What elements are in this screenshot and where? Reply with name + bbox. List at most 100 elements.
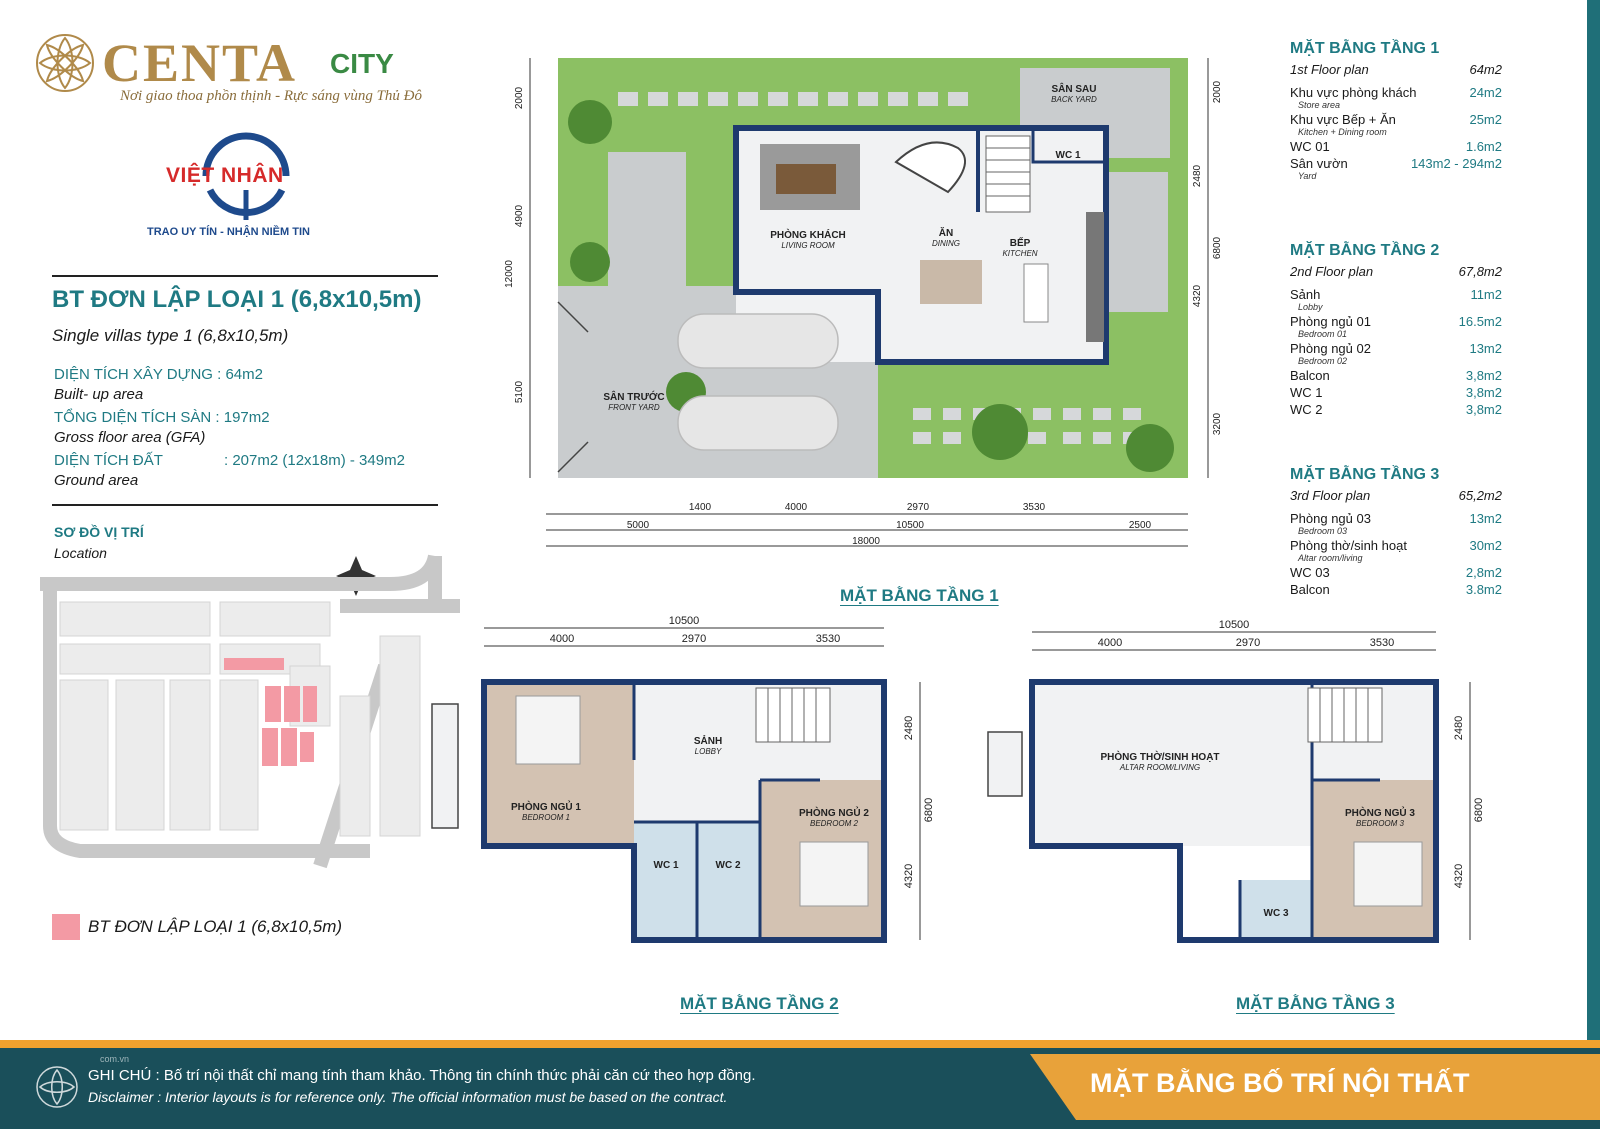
svg-text:BACK YARD: BACK YARD xyxy=(1051,95,1097,104)
viet-nhan-logo: VIỆT NHÂN TRAO UY TÍN - NHẬN NIỀM TIN xyxy=(140,128,340,248)
dim-left-2: 4900 xyxy=(514,204,525,227)
dim-part-2: 2970 xyxy=(682,633,706,645)
footer-banner xyxy=(1030,1054,1600,1120)
divider-bottom xyxy=(52,504,438,506)
bed3 xyxy=(1353,841,1423,907)
lotus-watermark-icon xyxy=(36,1066,78,1108)
room-wc1: WC 1 xyxy=(654,860,679,871)
location-title-en: Location xyxy=(54,545,107,561)
svg-text:LOBBY: LOBBY xyxy=(695,747,722,756)
dim-bottom-3: 2970 xyxy=(907,502,930,513)
dim-left-1: 2000 xyxy=(514,86,525,109)
dim-bottom-1: 1400 xyxy=(689,502,712,513)
dim-part-3: 3530 xyxy=(816,633,840,645)
spec-gfa-en: Gross floor area (GFA) xyxy=(54,429,206,446)
svg-text:FRONT YARD: FRONT YARD xyxy=(608,403,660,412)
dim-left-3: 12000 xyxy=(504,260,515,288)
footer-stripe xyxy=(0,1040,1600,1048)
spec-ground-label: DIỆN TÍCH ĐẤT xyxy=(54,452,163,469)
spec-built-up-en: Built- up area xyxy=(54,386,144,403)
svg-text:KITCHEN: KITCHEN xyxy=(1002,249,1037,258)
dim-part-2: 2970 xyxy=(1236,637,1260,649)
spec-ground-value: : 207m2 (12x18m) - 349m2 xyxy=(224,452,405,469)
dim-right-4: 4320 xyxy=(1192,284,1203,307)
compass-icon xyxy=(336,556,376,596)
dim-right-5: 3200 xyxy=(1212,412,1223,435)
right-edge-stripe xyxy=(1587,0,1600,1129)
dim-right-1: 2480 xyxy=(1453,716,1465,740)
legend-swatch xyxy=(52,914,80,940)
brand-city: CITY xyxy=(330,48,394,79)
partner-slogan: TRAO UY TÍN - NHẬN NIỀM TIN xyxy=(147,226,310,238)
brand-name: CENTA xyxy=(102,33,298,93)
room-lobby: SẢNH xyxy=(694,734,722,747)
dim-right-3: 6800 xyxy=(1212,236,1223,259)
footer-note-vi: GHI CHÚ : Bố trí nội thất chỉ mang tính … xyxy=(88,1067,756,1084)
piano xyxy=(894,141,967,194)
dim-right-2: 6800 xyxy=(923,798,935,822)
dim-right-2: 6800 xyxy=(1473,798,1485,822)
room-wc2: WC 2 xyxy=(716,860,741,871)
room-living: PHÒNG KHÁCH xyxy=(770,228,846,241)
footer: com.vn GHI CHÚ : Bố trí nội thất chỉ man… xyxy=(0,1040,1600,1129)
room-altar: PHÒNG THỜ/SINH HOẠT xyxy=(1100,750,1219,763)
spec-gfa-label: TỔNG DIỆN TÍCH SÀN : 197m2 xyxy=(54,409,270,426)
room-wc3: WC 3 xyxy=(1264,908,1289,919)
spec-built-up-label: DIỆN TÍCH XÂY DỰNG : 64m2 xyxy=(54,366,263,383)
product-title: BT ĐƠN LẬP LOẠI 1 (6,8x10,5m) xyxy=(52,286,422,313)
dim-total: 10500 xyxy=(1219,619,1250,631)
room-bedroom3: PHÒNG NGỦ 3 xyxy=(1345,806,1415,819)
centa-city-logo: CENTA CITY Nơi giao thoa phồn thịnh - Rự… xyxy=(30,28,490,118)
partner-name: VIỆT NHÂN xyxy=(166,164,284,187)
dim-bottom-4: 3530 xyxy=(1023,502,1046,513)
back-yard-label: SÂN SAU xyxy=(1051,82,1096,95)
kitchen-counter xyxy=(1086,212,1104,342)
footer-watermark: com.vn xyxy=(100,1054,130,1064)
dim-right-3: 4320 xyxy=(903,864,915,888)
dim-bottom-5: 5000 xyxy=(627,520,650,531)
dim-right-1: 2000 xyxy=(1212,80,1223,103)
room-bedroom1: PHÒNG NGỦ 1 xyxy=(511,800,581,813)
dim-total: 10500 xyxy=(669,615,700,627)
location-site-map xyxy=(40,554,460,869)
floor3-title: MẶT BẰNG TẦNG 3 xyxy=(1236,994,1395,1013)
brand-tagline: Nơi giao thoa phồn thịnh - Rực sáng vùng… xyxy=(120,88,423,104)
floor1-plan: PHÒNG KHÁCH LIVING ROOM ĂN DINING BẾP KI… xyxy=(504,58,1223,547)
dining-table xyxy=(920,260,982,304)
floor3-plan: PHÒNG THỜ/SINH HOẠT ALTAR ROOM/LIVING PH… xyxy=(987,619,1485,943)
dim-part-1: 4000 xyxy=(550,633,574,645)
room-dining: ĂN xyxy=(939,226,953,239)
floor1-title: MẶT BẰNG TẦNG 1 xyxy=(840,586,999,605)
bed1 xyxy=(515,695,581,765)
floor1-walls xyxy=(733,125,1109,365)
room-wc1: WC 1 xyxy=(1056,150,1081,161)
footer-banner-title: MẶT BẰNG BỐ TRÍ NỘI THẤT xyxy=(1090,1068,1470,1098)
dim-bottom-7: 2500 xyxy=(1129,520,1152,531)
spec-ground-en: Ground area xyxy=(54,472,139,489)
svg-text:DINING: DINING xyxy=(932,239,960,248)
viet-nhan-emblem-icon xyxy=(202,132,290,220)
dim-right-2: 2480 xyxy=(1192,164,1203,187)
dim-part-3: 3530 xyxy=(1370,637,1394,649)
floor2-title: MẶT BẰNG TẦNG 2 xyxy=(680,994,839,1013)
lotus-logo-icon xyxy=(36,34,94,92)
dim-bottom-2: 4000 xyxy=(785,502,808,513)
highlight-plots xyxy=(224,658,317,766)
floor2-plan: PHÒNG NGỦ 1 BEDROOM 1 SẢNH LOBBY PHÒNG N… xyxy=(431,615,935,943)
location-title: SƠ ĐỒ VỊ TRÍ xyxy=(54,524,144,540)
dim-left-4: 5100 xyxy=(514,380,525,403)
product-title-en: Single villas type 1 (6,8x10,5m) xyxy=(52,326,289,345)
dim-part-1: 4000 xyxy=(1098,637,1122,649)
front-yard-label: SÂN TRƯỚC xyxy=(603,390,664,403)
legend-label: BT ĐƠN LẬP LOẠI 1 (6,8x10,5m) xyxy=(88,917,343,936)
altar-room-floor xyxy=(1032,682,1312,846)
svg-text:BEDROOM 2: BEDROOM 2 xyxy=(810,819,859,828)
svg-text:BEDROOM 1: BEDROOM 1 xyxy=(522,813,570,822)
dim-right-3: 4320 xyxy=(1453,864,1465,888)
balcony xyxy=(431,703,459,829)
dim-bottom-6: 10500 xyxy=(896,520,924,531)
balcony xyxy=(987,731,1023,797)
